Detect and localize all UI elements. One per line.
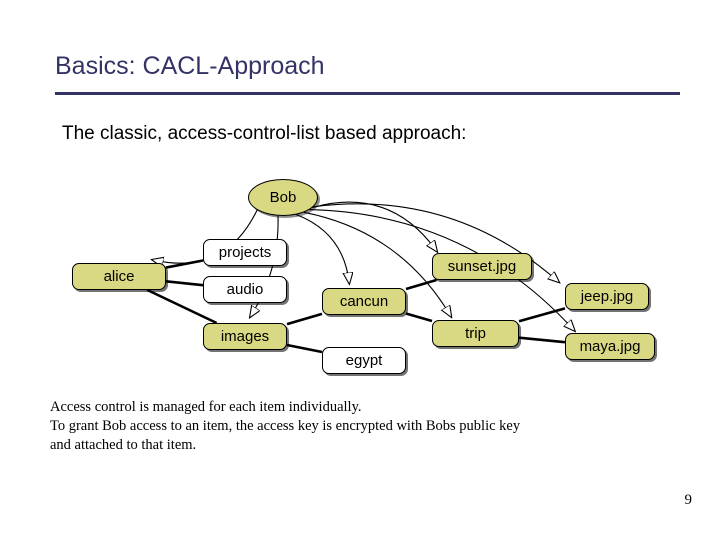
tree-edge-cancun-sunset <box>405 278 437 291</box>
node-egypt[interactable]: egypt <box>322 347 406 374</box>
node-trip[interactable]: trip <box>432 320 519 347</box>
node-audio[interactable]: audio <box>203 276 287 303</box>
acl-edge-bob-cancun <box>296 214 349 283</box>
node-label: alice <box>103 268 135 285</box>
node-cancun[interactable]: cancun <box>322 288 406 315</box>
acl-edge-bob-images <box>251 215 279 316</box>
tree-edge-images-cancun <box>286 312 323 326</box>
tree-edge-trip-jeep <box>518 307 566 323</box>
footnote-line-3: and attached to that item. <box>50 437 197 453</box>
node-label: egypt <box>345 352 383 369</box>
node-label: projects <box>218 244 272 261</box>
node-label: cancun <box>339 293 389 310</box>
node-label: images <box>220 328 270 345</box>
node-jeep[interactable]: jeep.jpg <box>565 283 649 310</box>
acl-diagram: Bob alice projects audio images cancun egypt su… <box>0 165 720 390</box>
lead-text: The classic, access-control-list based a… <box>62 123 467 144</box>
node-maya[interactable]: maya.jpg <box>565 333 655 360</box>
node-label: audio <box>226 281 264 298</box>
acl-edge-bob-maya <box>309 209 574 331</box>
title-divider <box>55 92 680 95</box>
page-number: 9 <box>684 492 693 508</box>
footnote: Access control is managed for each item … <box>50 398 690 455</box>
node-projects[interactable]: projects <box>203 239 287 266</box>
node-label: jeep.jpg <box>580 288 634 305</box>
node-label: Bob <box>269 189 297 206</box>
tree-edge-group <box>146 259 566 354</box>
footnote-line-1: Access control is managed for each item … <box>50 399 362 415</box>
page-title: Basics: CACL-Approach <box>55 52 325 80</box>
tree-edge-alice-audio <box>165 280 204 287</box>
node-sunset[interactable]: sunset.jpg <box>432 253 532 280</box>
footnote-line-2: To grant Bob access to an item, the acce… <box>50 418 521 434</box>
node-alice[interactable]: alice <box>72 263 166 290</box>
node-label: maya.jpg <box>579 338 641 355</box>
node-bob[interactable]: Bob <box>248 179 318 216</box>
acl-edge-bob-sunset <box>312 201 436 251</box>
node-images[interactable]: images <box>203 323 287 350</box>
tree-edge-cancun-trip <box>405 312 433 323</box>
node-label: sunset.jpg <box>447 258 517 275</box>
acl-edge-bob-trip <box>303 211 451 316</box>
tree-edge-trip-maya <box>518 336 566 344</box>
tree-edge-alice-images <box>146 288 218 325</box>
tree-edge-images-egypt <box>286 343 323 354</box>
node-label: trip <box>465 325 486 342</box>
